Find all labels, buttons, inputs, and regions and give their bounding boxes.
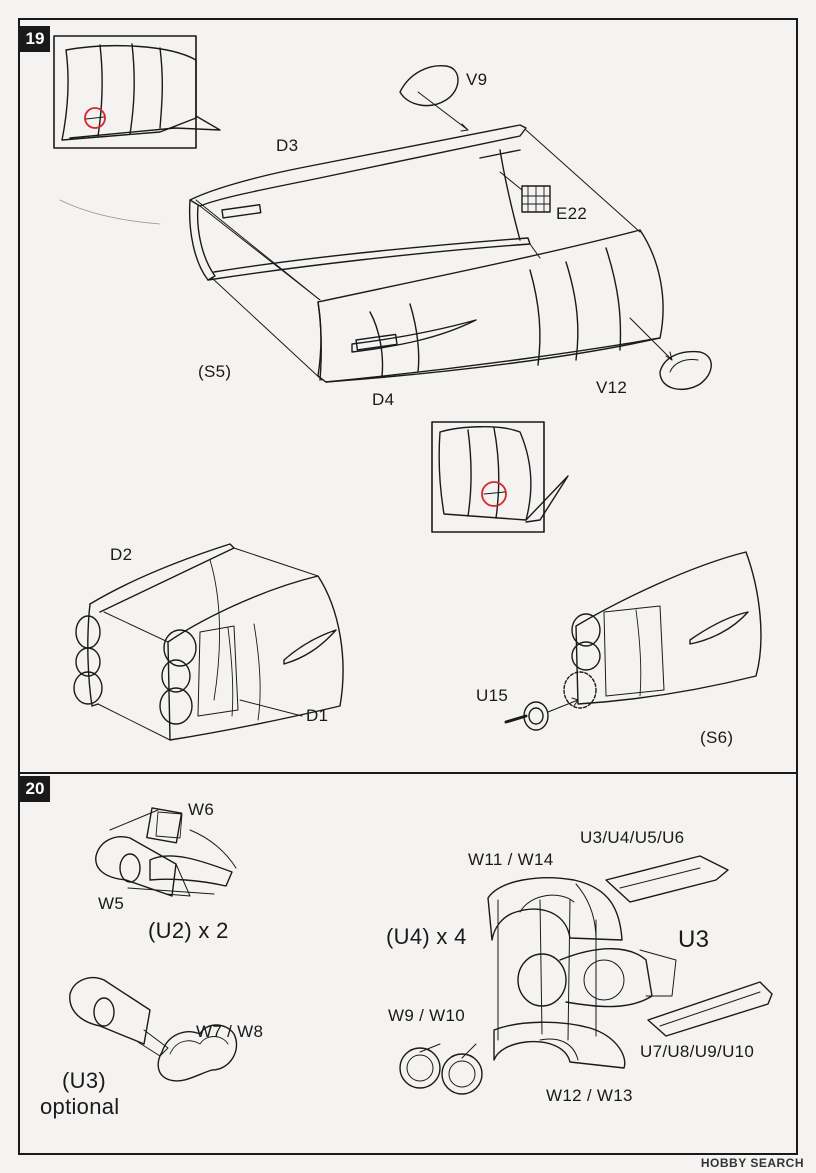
label-u3u4u5u6: U3/U4/U5/U6: [580, 828, 685, 847]
label-w5: W5: [98, 894, 125, 913]
label-v12: V12: [596, 378, 628, 397]
page-frame: [18, 18, 798, 1155]
label-d4: D4: [372, 390, 395, 409]
label-optional: optional: [40, 1094, 120, 1119]
label-d3: D3: [276, 136, 299, 155]
label-u3-optional: (U3): [62, 1068, 106, 1093]
label-u3: U3: [678, 926, 710, 953]
watermark: HOBBY SEARCH: [700, 1156, 804, 1170]
label-u2x2: (U2) x 2: [148, 918, 229, 943]
part-u4-engine-assembly: [399, 855, 773, 1095]
label-w7w8: W7 / W8: [196, 1022, 264, 1041]
label-s6: (S6): [700, 728, 734, 747]
label-w11w14: W11 / W14: [468, 850, 554, 869]
part-s6-assembly: [504, 551, 762, 731]
part-e22: [499, 171, 551, 213]
part-v9: [399, 65, 469, 132]
label-v9: V9: [466, 70, 488, 89]
detail-inset-left: [53, 35, 221, 149]
label-u4x4: (U4) x 4: [386, 924, 467, 949]
label-w9w10: W9 / W10: [388, 1006, 466, 1025]
label-d1: D1: [306, 706, 329, 725]
step-20-badge: 20: [20, 776, 50, 802]
part-w9-w10-fans: [399, 1047, 483, 1095]
label-w12w13: W12 / W13: [546, 1086, 633, 1105]
part-w7-w8: [69, 976, 238, 1082]
part-d4-panel: [317, 229, 664, 383]
step-19-badge: 19: [20, 26, 50, 52]
label-u7u10: U7/U8/U9/U10: [640, 1042, 755, 1061]
part-d2-d1-assembly: [73, 543, 344, 741]
step19-guide-lines: [195, 129, 641, 381]
part-v12: [629, 317, 712, 391]
part-w5-w6-engine: [95, 807, 237, 897]
label-e22: E22: [556, 204, 588, 223]
label-w6: W6: [188, 800, 215, 819]
label-s5: (S5): [198, 362, 232, 381]
detail-inset-right: [431, 421, 569, 533]
label-u15: U15: [476, 686, 509, 705]
part-d3-panel: [188, 124, 531, 281]
label-d2: D2: [110, 545, 133, 564]
step-divider: [18, 772, 798, 774]
